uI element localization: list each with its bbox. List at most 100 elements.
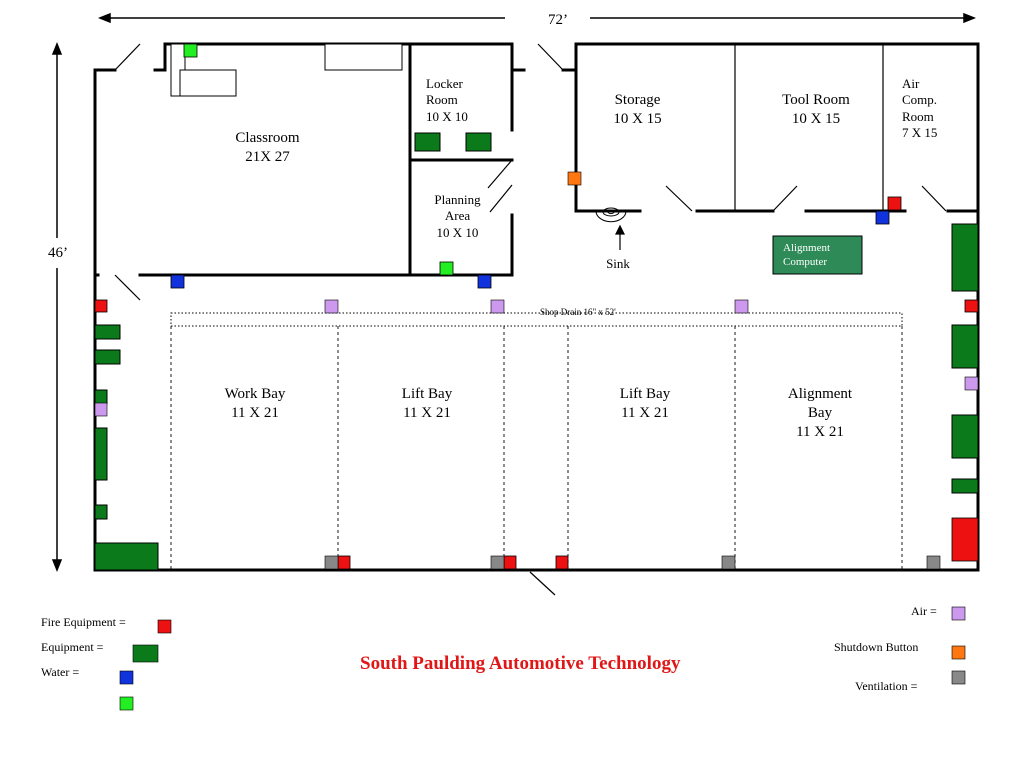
fire-equipment-marker: [503, 555, 517, 570]
tool-room-name: Tool Room: [782, 92, 850, 108]
legend-shutdown-swatch: [951, 645, 966, 660]
alignment-computer-label: Alignment Computer: [783, 242, 830, 270]
legend-water-swatch: [119, 670, 134, 685]
equipment-item: [94, 324, 121, 340]
equipment-item: [465, 132, 492, 152]
lift-bay-2-label: Lift Bay 11 X 21: [590, 385, 700, 423]
sink-label: Sink: [606, 256, 630, 271]
alignment-computer-label-2: Computer: [783, 255, 827, 268]
equipment-item: [94, 427, 108, 481]
air-comp-room-name-3: Room: [902, 108, 934, 124]
ventilation-marker: [926, 555, 941, 570]
equipment-item: [951, 324, 979, 369]
air-markers: [94, 299, 979, 417]
planning-area-name-2: Area: [444, 208, 471, 224]
water-marker: [477, 274, 492, 289]
air-marker: [94, 402, 108, 417]
water-marker-alt: [439, 261, 454, 276]
planning-area-label: Planning Area 10 X 10: [420, 192, 495, 241]
alignment-computer: [772, 235, 863, 275]
air-marker: [964, 376, 979, 391]
legend-swatches: [119, 606, 966, 711]
shop-drain: [170, 312, 903, 327]
classroom-size: 21X 27: [245, 148, 290, 165]
air-comp-room-name-1: Air: [902, 76, 920, 91]
alignment-computer-label-1: Alignment: [783, 242, 831, 254]
legend-shutdown-label: Shutdown Button: [834, 640, 919, 654]
alignment-bay-size: 11 X 21: [796, 423, 844, 440]
locker-room-name-2: Room: [426, 92, 458, 108]
sink-arrow: [615, 224, 625, 250]
air-comp-room-label: Air Comp. Room 7 X 15: [902, 76, 937, 141]
legend-equipment-label: Equipment =: [41, 640, 104, 654]
equipment-blocks: [94, 132, 979, 571]
equipment-item: [94, 389, 108, 405]
legend-fire-swatch: [157, 619, 172, 634]
legend-ventilation-label: Ventilation =: [855, 679, 918, 693]
storage-label: Storage 10 X 15: [600, 91, 675, 129]
legend-water-alt-swatch: [119, 696, 134, 711]
legend-fire-label: Fire Equipment =: [41, 615, 126, 629]
bay-dividers: [170, 326, 903, 570]
storage-size: 10 X 15: [613, 110, 662, 127]
water-marker: [170, 274, 185, 289]
shutdown-button-marker: [567, 171, 582, 186]
air-marker: [734, 299, 749, 314]
equipment-item: [94, 504, 108, 520]
equipment-item: [951, 223, 979, 292]
lift-bay-2-size: 11 X 21: [621, 404, 669, 421]
work-bay-size: 11 X 21: [231, 404, 279, 421]
lift-bay-1-name: Lift Bay: [401, 386, 453, 402]
equipment-item: [414, 132, 441, 152]
equipment-item: [94, 349, 121, 365]
fire-equipment-marker: [964, 299, 979, 313]
alignment-bay-name-1: Alignment: [787, 386, 853, 402]
alignment-bay-name-2: Bay: [807, 404, 833, 421]
ventilation-marker: [324, 555, 339, 570]
work-bay-name: Work Bay: [224, 386, 286, 402]
sink: [595, 207, 627, 223]
air-comp-room-name-2: Comp.: [902, 92, 938, 108]
room-dividers: [734, 44, 884, 211]
classroom-desks: [170, 43, 403, 97]
shop-drain-label: Shop Drain 16" x 52': [540, 307, 616, 317]
fire-equipment-marker: [951, 517, 979, 562]
height-dimension-label: 46’: [48, 245, 68, 261]
equipment-item: [951, 478, 979, 494]
locker-room-label: Locker Room 10 X 10: [426, 76, 468, 125]
equipment-item: [94, 542, 159, 571]
locker-room-size: 10 X 10: [426, 108, 468, 124]
width-dimension-label: 72’: [548, 12, 568, 28]
legend-air-swatch: [951, 606, 966, 621]
width-dimension-arrow: [97, 12, 977, 24]
height-dimension-arrow: [51, 41, 63, 573]
planning-area-name-1: Planning: [434, 192, 481, 207]
air-marker: [324, 299, 339, 314]
classroom-label: Classroom 21X 27: [210, 129, 325, 167]
water-markers: [170, 43, 890, 289]
air-comp-room-size: 7 X 15: [902, 124, 938, 140]
air-marker: [490, 299, 505, 314]
ventilation-marker: [490, 555, 505, 570]
legend-ventilation-swatch: [951, 670, 966, 685]
planning-area-size: 10 X 10: [436, 224, 479, 240]
fire-equipment-markers: [94, 196, 979, 570]
tool-room-label: Tool Room 10 X 15: [768, 91, 864, 129]
storage-name: Storage: [614, 92, 661, 108]
classroom-name: Classroom: [235, 130, 300, 146]
door-swings: [114, 43, 947, 596]
plan-title: South Paulding Automotive Technology: [360, 653, 681, 674]
equipment-item: [951, 414, 979, 459]
water-marker: [875, 210, 890, 225]
legend-equipment-swatch: [132, 644, 159, 663]
locker-room-name-1: Locker: [426, 76, 463, 91]
legend-water-label: Water =: [41, 665, 80, 679]
ventilation-marker: [721, 555, 736, 570]
fire-equipment-marker: [887, 196, 902, 211]
lift-bay-1-label: Lift Bay 11 X 21: [372, 385, 482, 423]
fire-equipment-marker: [555, 555, 569, 570]
alignment-bay-label: Alignment Bay 11 X 21: [765, 385, 875, 441]
lift-bay-1-size: 11 X 21: [403, 404, 451, 421]
tool-room-size: 10 X 15: [791, 110, 841, 127]
